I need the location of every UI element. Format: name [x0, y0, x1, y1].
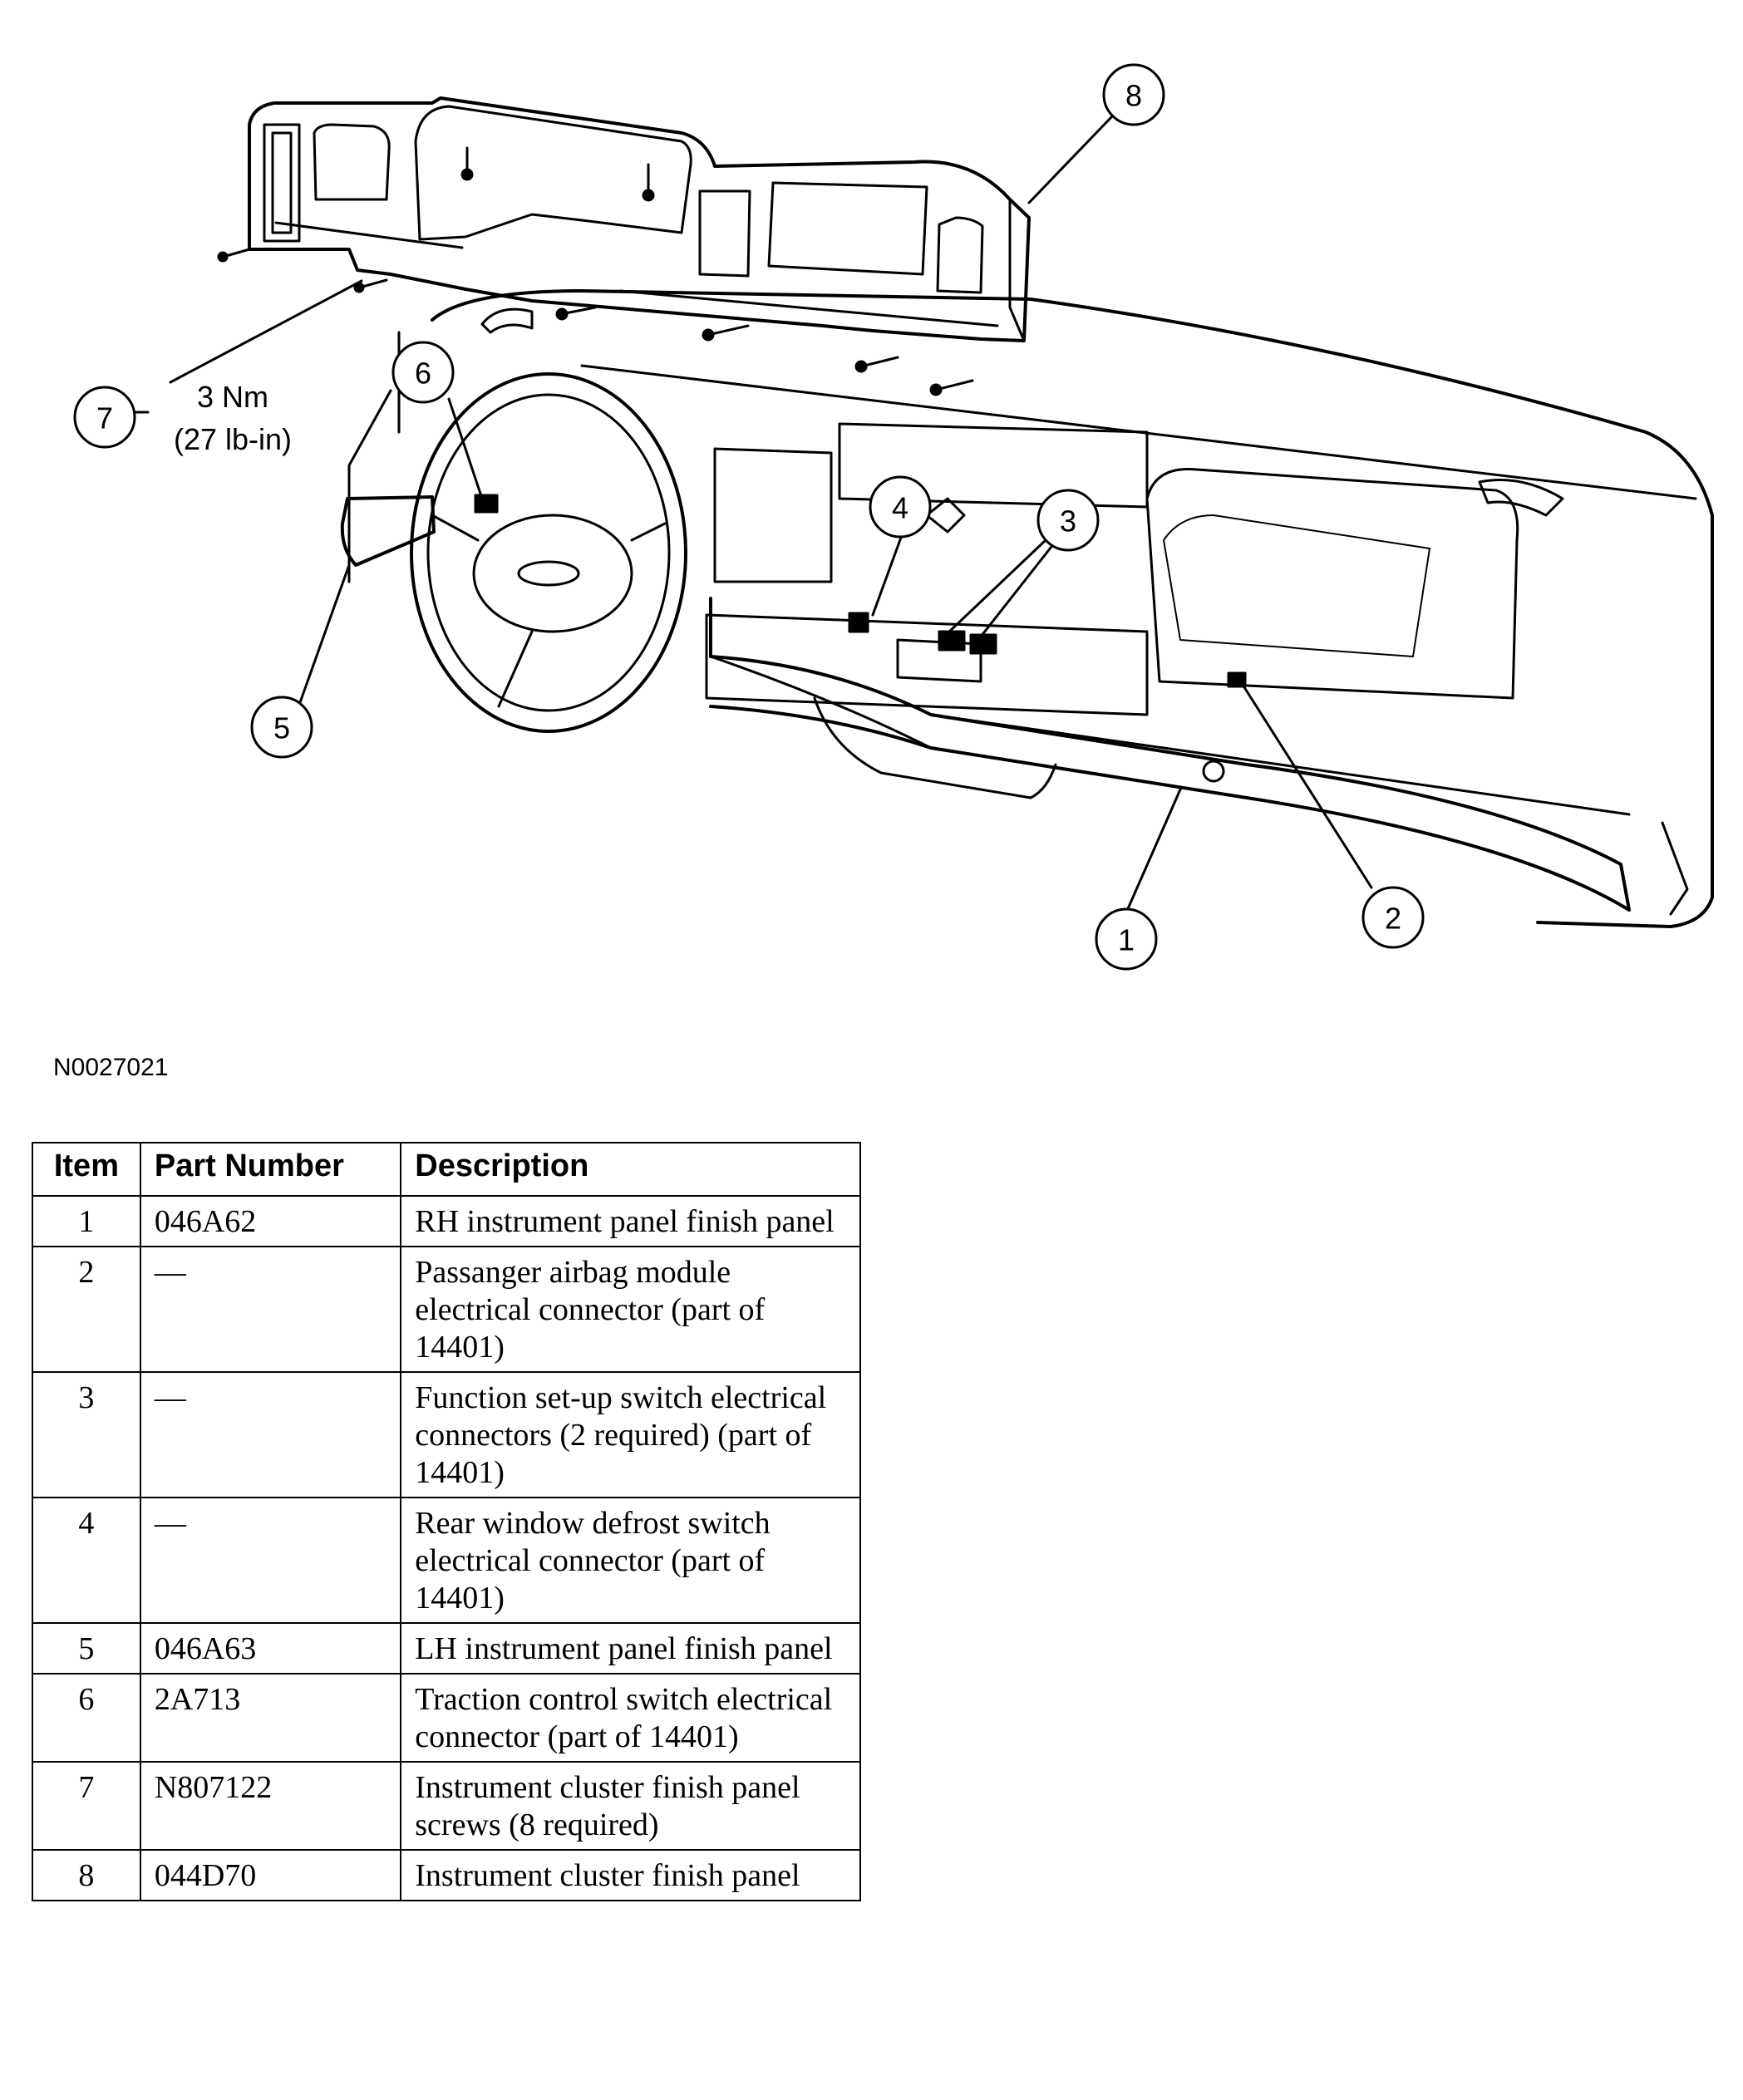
table-row: 1 046A62 RH instrument panel finish pane… — [32, 1195, 861, 1247]
cell-item: 1 — [32, 1195, 141, 1247]
rh-finish-panel-drawing — [709, 597, 1689, 916]
callout-2-circle — [1361, 886, 1425, 949]
table-row: 4 — Rear window defrost switch electrica… — [32, 1497, 861, 1624]
table-row: 7 N807122 Instrument cluster finish pane… — [32, 1761, 861, 1851]
cell-item: 5 — [32, 1622, 141, 1675]
cell-part-number: 2A713 — [139, 1673, 402, 1763]
callout-7: 7 — [96, 401, 113, 435]
cell-description: RH instrument panel finish panel — [400, 1195, 861, 1247]
cell-part-number: — — [139, 1497, 402, 1624]
cell-item: 2 — [32, 1246, 141, 1373]
table-row: 5 046A63 LH instrument panel finish pane… — [32, 1622, 861, 1675]
steering-wheel-drawing — [410, 372, 687, 733]
cell-part-number: — — [139, 1371, 402, 1498]
callout-8: 8 — [1125, 79, 1142, 113]
header-part-number: Part Number — [139, 1142, 402, 1197]
cell-description: Passanger airbag module electrical conne… — [400, 1246, 861, 1373]
cell-item: 7 — [32, 1761, 141, 1851]
torque-spec-lbin: (27 lb-in) — [174, 422, 292, 456]
callout-1-circle — [1095, 907, 1158, 971]
leader-lines — [135, 115, 1373, 914]
table-header-row: Item Part Number Description — [32, 1142, 861, 1197]
cell-item: 3 — [32, 1371, 141, 1498]
callout-2: 2 — [1385, 902, 1401, 936]
cell-part-number: N807122 — [139, 1761, 402, 1851]
callout-6: 6 — [415, 357, 431, 391]
header-description: Description — [400, 1142, 861, 1197]
instrument-panel-drawing — [347, 289, 1714, 928]
cell-description: Rear window defrost switch electrical co… — [400, 1497, 861, 1624]
connectors-drawing — [474, 494, 1247, 688]
cell-description: Function set-up switch electrical connec… — [400, 1371, 861, 1498]
cell-description: Instrument cluster finish panel screws (… — [400, 1761, 861, 1851]
callout-8-circle — [1102, 63, 1165, 126]
table-row: 3 — Function set-up switch electrical co… — [32, 1371, 861, 1498]
callout-1: 1 — [1118, 923, 1135, 957]
callout-4-circle — [869, 475, 932, 539]
cell-description: Traction control switch electrical conne… — [400, 1673, 861, 1763]
cell-item: 6 — [32, 1673, 141, 1763]
header-item: Item — [32, 1142, 141, 1197]
lh-finish-panel-drawing — [340, 495, 436, 567]
torque-spec-nm: 3 Nm — [197, 380, 268, 414]
cell-description: Instrument cluster finish panel — [400, 1849, 861, 1901]
cell-item: 8 — [32, 1849, 141, 1901]
parts-table: Item Part Number Description 1 046A62 RH… — [32, 1142, 861, 1901]
cell-description: LH instrument panel finish panel — [400, 1622, 861, 1675]
callout-5: 5 — [273, 711, 290, 745]
table-row: 8 044D70 Instrument cluster finish panel — [32, 1849, 861, 1901]
cell-part-number: 046A63 — [139, 1622, 402, 1675]
callout-6-circle — [391, 341, 455, 404]
cell-part-number: — — [139, 1246, 402, 1373]
exploded-view-diagram: 1 2 3 4 5 6 7 8 3 Nm (27 lb-in) — [73, 63, 1714, 971]
figure-id: N0027021 — [53, 1054, 169, 1081]
cell-part-number: 046A62 — [139, 1195, 402, 1247]
callout-3-circle — [1036, 489, 1100, 552]
cell-item: 4 — [32, 1497, 141, 1624]
callout-3: 3 — [1060, 504, 1076, 539]
cluster-finish-panel-drawing — [248, 96, 1031, 342]
callout-5-circle — [250, 696, 313, 759]
panel-screws — [217, 146, 974, 396]
callout-4: 4 — [892, 491, 908, 525]
cell-part-number: 044D70 — [139, 1849, 402, 1901]
table-row: 2 — Passanger airbag module electrical c… — [32, 1246, 861, 1373]
callout-7-circle — [73, 386, 136, 449]
table-row: 6 2A713 Traction control switch electric… — [32, 1673, 861, 1763]
